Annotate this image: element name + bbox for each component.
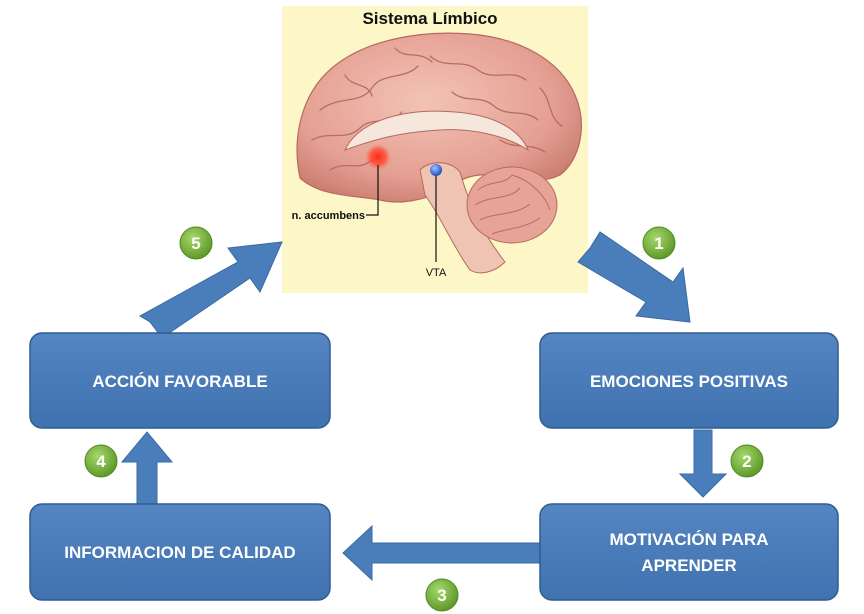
brain-title: Sistema Límbico [362,9,497,28]
vta-label: VTA [426,267,447,279]
corpus-callosum [344,110,530,152]
svg-text:1: 1 [654,234,663,253]
step-badge-1: 1 [642,226,676,260]
informacion-de-calidad-label: INFORMACION DE CALIDAD [64,543,295,562]
brain-panel: Sistema Límbico [282,6,588,293]
step-badge-3: 3 [425,578,459,612]
step-badge-2: 2 [730,444,764,478]
arrow-2 [678,429,728,498]
svg-text:3: 3 [437,586,446,605]
box-informacion-de-calidad: INFORMACION DE CALIDAD [29,503,331,601]
brainstem [419,162,506,274]
box-accion-favorable: ACCIÓN FAVORABLE [29,332,331,429]
brain-gyri [311,47,563,171]
arrow-3 [342,524,541,582]
step-badge-4: 4 [84,444,118,478]
svg-text:4: 4 [96,452,106,471]
arrow-1 [577,231,691,323]
emociones-positivas-label: EMOCIONES POSITIVAS [590,372,788,391]
vta-marker [430,164,442,176]
accumbens-pointer-line [366,165,379,216]
accion-favorable-label: ACCIÓN FAVORABLE [92,372,267,391]
step-badge-5: 5 [179,226,213,260]
arrows [120,231,728,582]
motivacion-label-line2: APRENDER [641,556,736,575]
svg-text:5: 5 [191,234,200,253]
motivacion-label-line1: MOTIVACIÓN PARA [610,530,769,549]
box-emociones-positivas: EMOCIONES POSITIVAS [539,332,839,429]
arrow-5 [138,241,283,339]
arrow-4 [120,431,174,506]
box-motivacion-para-aprender: MOTIVACIÓN PARA APRENDER [539,503,839,601]
cerebellum [466,166,558,244]
accumbens-marker [365,144,391,170]
svg-text:2: 2 [742,452,751,471]
accumbens-label: n. accumbens [292,210,365,222]
